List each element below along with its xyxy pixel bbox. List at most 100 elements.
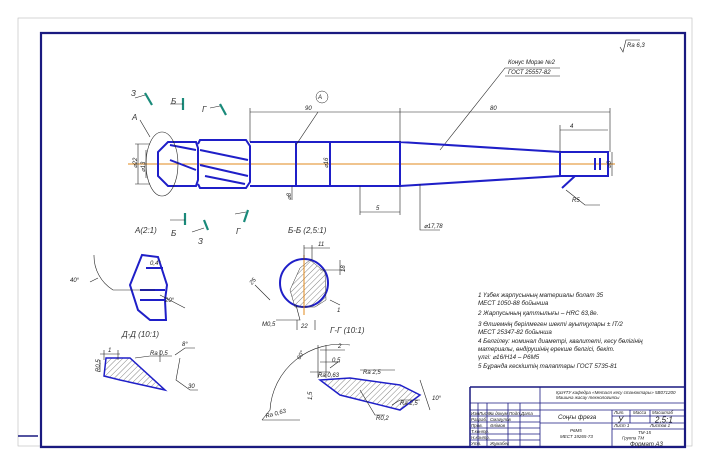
svg-text:Жұмабек: Жұмабек: [489, 441, 510, 446]
svg-text:МЕСТ 1050-88 бойынша: МЕСТ 1050-88 бойынша: [478, 300, 549, 307]
svg-text:0,4°: 0,4°: [150, 261, 161, 267]
svg-text:3 Өлшемнің берілмеген шекті а: 3 Өлшемнің берілмеген шекті ауытқулары ±…: [478, 321, 623, 328]
svg-text:18: 18: [341, 265, 347, 272]
title-block: ҚазҰТУ кафедра «Металл кесу станоктары» …: [469, 386, 685, 448]
svg-text:Г-Г (10:1): Г-Г (10:1): [330, 326, 365, 335]
svg-text:Әлімов: Әлімов: [490, 423, 506, 428]
svg-text:2 Жарпусының қаттылығы – HRC: 2 Жарпусының қаттылығы – HRC 63,8е.: [477, 310, 598, 317]
svg-text:Соңғы фреза: Соңғы фреза: [558, 414, 597, 421]
svg-text:40°: 40°: [70, 278, 80, 284]
tang: [560, 151, 609, 189]
svg-text:R0,2: R0,2: [376, 416, 389, 422]
svg-text:А(2:1): А(2:1): [134, 226, 157, 235]
svg-text:Д-Д (10:1): Д-Д (10:1): [121, 330, 159, 339]
svg-text:25: 25: [248, 277, 258, 287]
svg-text:Г: Г: [236, 227, 241, 236]
svg-text:З: З: [198, 237, 203, 246]
svg-text:1,5: 1,5: [308, 391, 314, 400]
svg-text:Масса: Масса: [633, 410, 647, 415]
svg-text:Формат А3: Формат А3: [630, 442, 663, 448]
svg-text:Р6М5: Р6М5: [570, 428, 582, 433]
svg-text:МЕСТ 19265-73: МЕСТ 19265-73: [560, 434, 593, 439]
roughness-symbol: Ra 6,3: [619, 39, 645, 53]
svg-text:ҚазҰТУ кафедра «Металл кесу ст: ҚазҰТУ кафедра «Металл кесу станоктары» …: [556, 390, 676, 395]
svg-text:Утв.: Утв.: [471, 441, 481, 446]
section-dd: Д-Д (10:1) 1 R0,5 Ra 0,5 8° 30: [96, 330, 198, 392]
svg-text:МЕСТ 25347-82 бойынша: МЕСТ 25347-82 бойынша: [478, 329, 552, 336]
svg-text:22: 22: [300, 324, 308, 330]
svg-text:Изм: Изм: [471, 411, 479, 416]
svg-text:0,5: 0,5: [332, 358, 341, 364]
svg-text:Ra 2,5: Ra 2,5: [363, 370, 381, 376]
svg-text:Дата: Дата: [520, 411, 533, 416]
svg-text:90: 90: [305, 106, 312, 112]
svg-text:Ra 0,5: Ra 0,5: [150, 351, 168, 357]
svg-text:M0,5: M0,5: [262, 322, 276, 328]
svg-text:80: 80: [490, 106, 497, 112]
svg-text:Листов 1: Листов 1: [649, 423, 671, 428]
svg-text:R5: R5: [572, 198, 580, 204]
svg-text:10°: 10°: [432, 396, 442, 402]
svg-text:Б: Б: [171, 97, 176, 106]
svg-text:Ra 0,63: Ra 0,63: [318, 373, 340, 379]
dimensions-main: ⌀22 ⌀13 90 80 ⌀16 А ⌀8 5 ⌀17,78 4 R5 ⌀6: [133, 90, 613, 231]
svg-text:Масштаб: Масштаб: [652, 410, 673, 415]
technical-notes: 1 Үзбек жарпусының материалы болат 35 МЕ…: [477, 292, 643, 370]
svg-text:⌀17,78: ⌀17,78: [424, 224, 443, 230]
svg-text:1: 1: [108, 348, 111, 354]
svg-text:З: З: [131, 89, 136, 98]
svg-text:Б: Б: [171, 229, 176, 238]
svg-text:ТМ-15: ТМ-15: [638, 430, 652, 435]
cutter-head: А: [131, 113, 251, 197]
svg-text:Т.контр.: Т.контр.: [471, 429, 489, 434]
svg-text:5 Бұранда кескіштің талаптары: 5 Бұранда кескіштің талаптары ГОСТ 5735-…: [478, 363, 617, 370]
svg-text:Машина жасау технологиясы: Машина жасау технологиясы: [556, 395, 620, 400]
svg-text:⌀8: ⌀8: [287, 192, 293, 200]
svg-text:2,5:1: 2,5:1: [654, 416, 673, 425]
detail-a: А(2:1) 40° 0,4° 20°: [70, 226, 186, 321]
svg-text:Н.контр.: Н.контр.: [471, 435, 490, 440]
svg-text:Г: Г: [202, 105, 207, 114]
svg-text:Конус Морзе №2: Конус Морзе №2: [508, 59, 556, 66]
svg-text:20°: 20°: [164, 298, 175, 304]
svg-text:У: У: [617, 416, 624, 425]
svg-text:5: 5: [376, 206, 380, 212]
svg-text:А: А: [317, 95, 322, 101]
svg-text:Ra 0,63: Ra 0,63: [265, 409, 287, 420]
svg-text:Лит.: Лит.: [613, 410, 625, 415]
svg-text:1: 1: [337, 308, 340, 314]
svg-text:4: 4: [570, 124, 574, 130]
svg-text:материалы, өндірушінің ерекше: материалы, өндірушінің ерекше белгісі, б…: [478, 346, 615, 353]
svg-text:Подп.: Подп.: [509, 411, 521, 416]
svg-text:⌀16: ⌀16: [324, 157, 330, 168]
svg-text:ГОСТ 25557-82: ГОСТ 25557-82: [508, 70, 551, 76]
svg-text:30: 30: [188, 384, 195, 390]
svg-text:8°: 8°: [182, 342, 188, 348]
svg-text:Смагұлов: Смагұлов: [490, 417, 511, 422]
section-gg: Г-Г (10:1) 60° 2 0,5 Ra 0,63 Ra 0,63 Ra …: [261, 326, 442, 422]
svg-text:Ra 6,3: Ra 6,3: [627, 43, 645, 49]
svg-text:үлгі: ⌀16/Н14 – Р6М5: үлгі: ⌀16/Н14 – Р6М5: [478, 354, 540, 361]
svg-text:Лист 1: Лист 1: [613, 423, 630, 428]
svg-text:Пров.: Пров.: [471, 423, 483, 428]
svg-text:1 Үзбек жарпусының материалы: 1 Үзбек жарпусының материалы болат 35: [478, 292, 604, 299]
svg-text:11: 11: [318, 242, 324, 248]
svg-text:Группа ТМ: Группа ТМ: [622, 436, 644, 441]
svg-text:⌀13: ⌀13: [141, 161, 147, 172]
sheet-frame: [39, 31, 687, 449]
svg-text:Разраб.: Разраб.: [471, 417, 487, 422]
svg-text:Лист: Лист: [478, 411, 491, 416]
svg-text:60°: 60°: [297, 350, 307, 361]
section-markers: З Б Г Б З Г: [131, 89, 250, 246]
svg-text:R0,5: R0,5: [96, 359, 102, 372]
svg-text:А: А: [131, 113, 137, 122]
svg-text:⌀22: ⌀22: [133, 157, 139, 168]
svg-text:⌀6: ⌀6: [607, 160, 613, 168]
svg-text:№ докум.: № докум.: [489, 411, 509, 416]
svg-text:4 Белгілеу: номинал диаметрі,: 4 Белгілеу: номинал диаметрі, квалитеті,…: [478, 338, 643, 345]
svg-text:2: 2: [337, 344, 342, 350]
morse-leader: Конус Морзе №2 ГОСТ 25557-82: [439, 59, 560, 151]
svg-text:Ra 2,5: Ra 2,5: [400, 401, 418, 407]
svg-text:Б-Б (2,5:1): Б-Б (2,5:1): [288, 226, 327, 235]
